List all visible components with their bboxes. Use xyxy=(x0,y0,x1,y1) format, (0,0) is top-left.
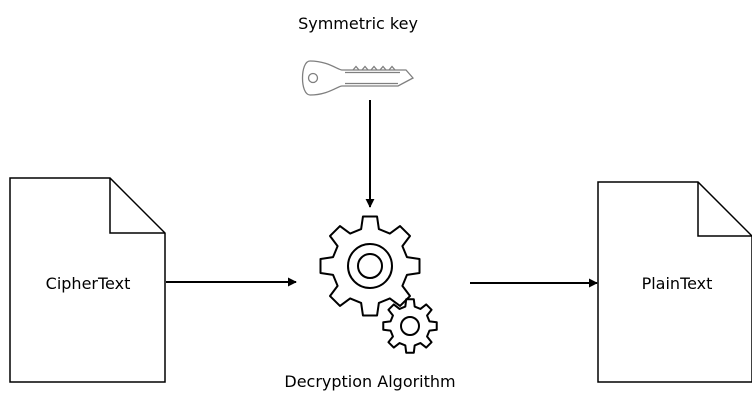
plaintext-label: PlainText xyxy=(641,274,713,293)
key-icon xyxy=(301,60,415,96)
gears-icon xyxy=(319,215,438,354)
document-icon xyxy=(597,181,752,383)
small-gear-icon xyxy=(382,298,438,354)
plaintext-document xyxy=(597,181,752,383)
decryption-algorithm-label: Decryption Algorithm xyxy=(284,372,456,391)
document-icon xyxy=(9,177,166,383)
symmetric-key-label: Symmetric key xyxy=(298,14,418,33)
ciphertext-document xyxy=(9,177,166,383)
ciphertext-label: CipherText xyxy=(45,274,131,293)
large-gear-icon xyxy=(319,215,421,317)
